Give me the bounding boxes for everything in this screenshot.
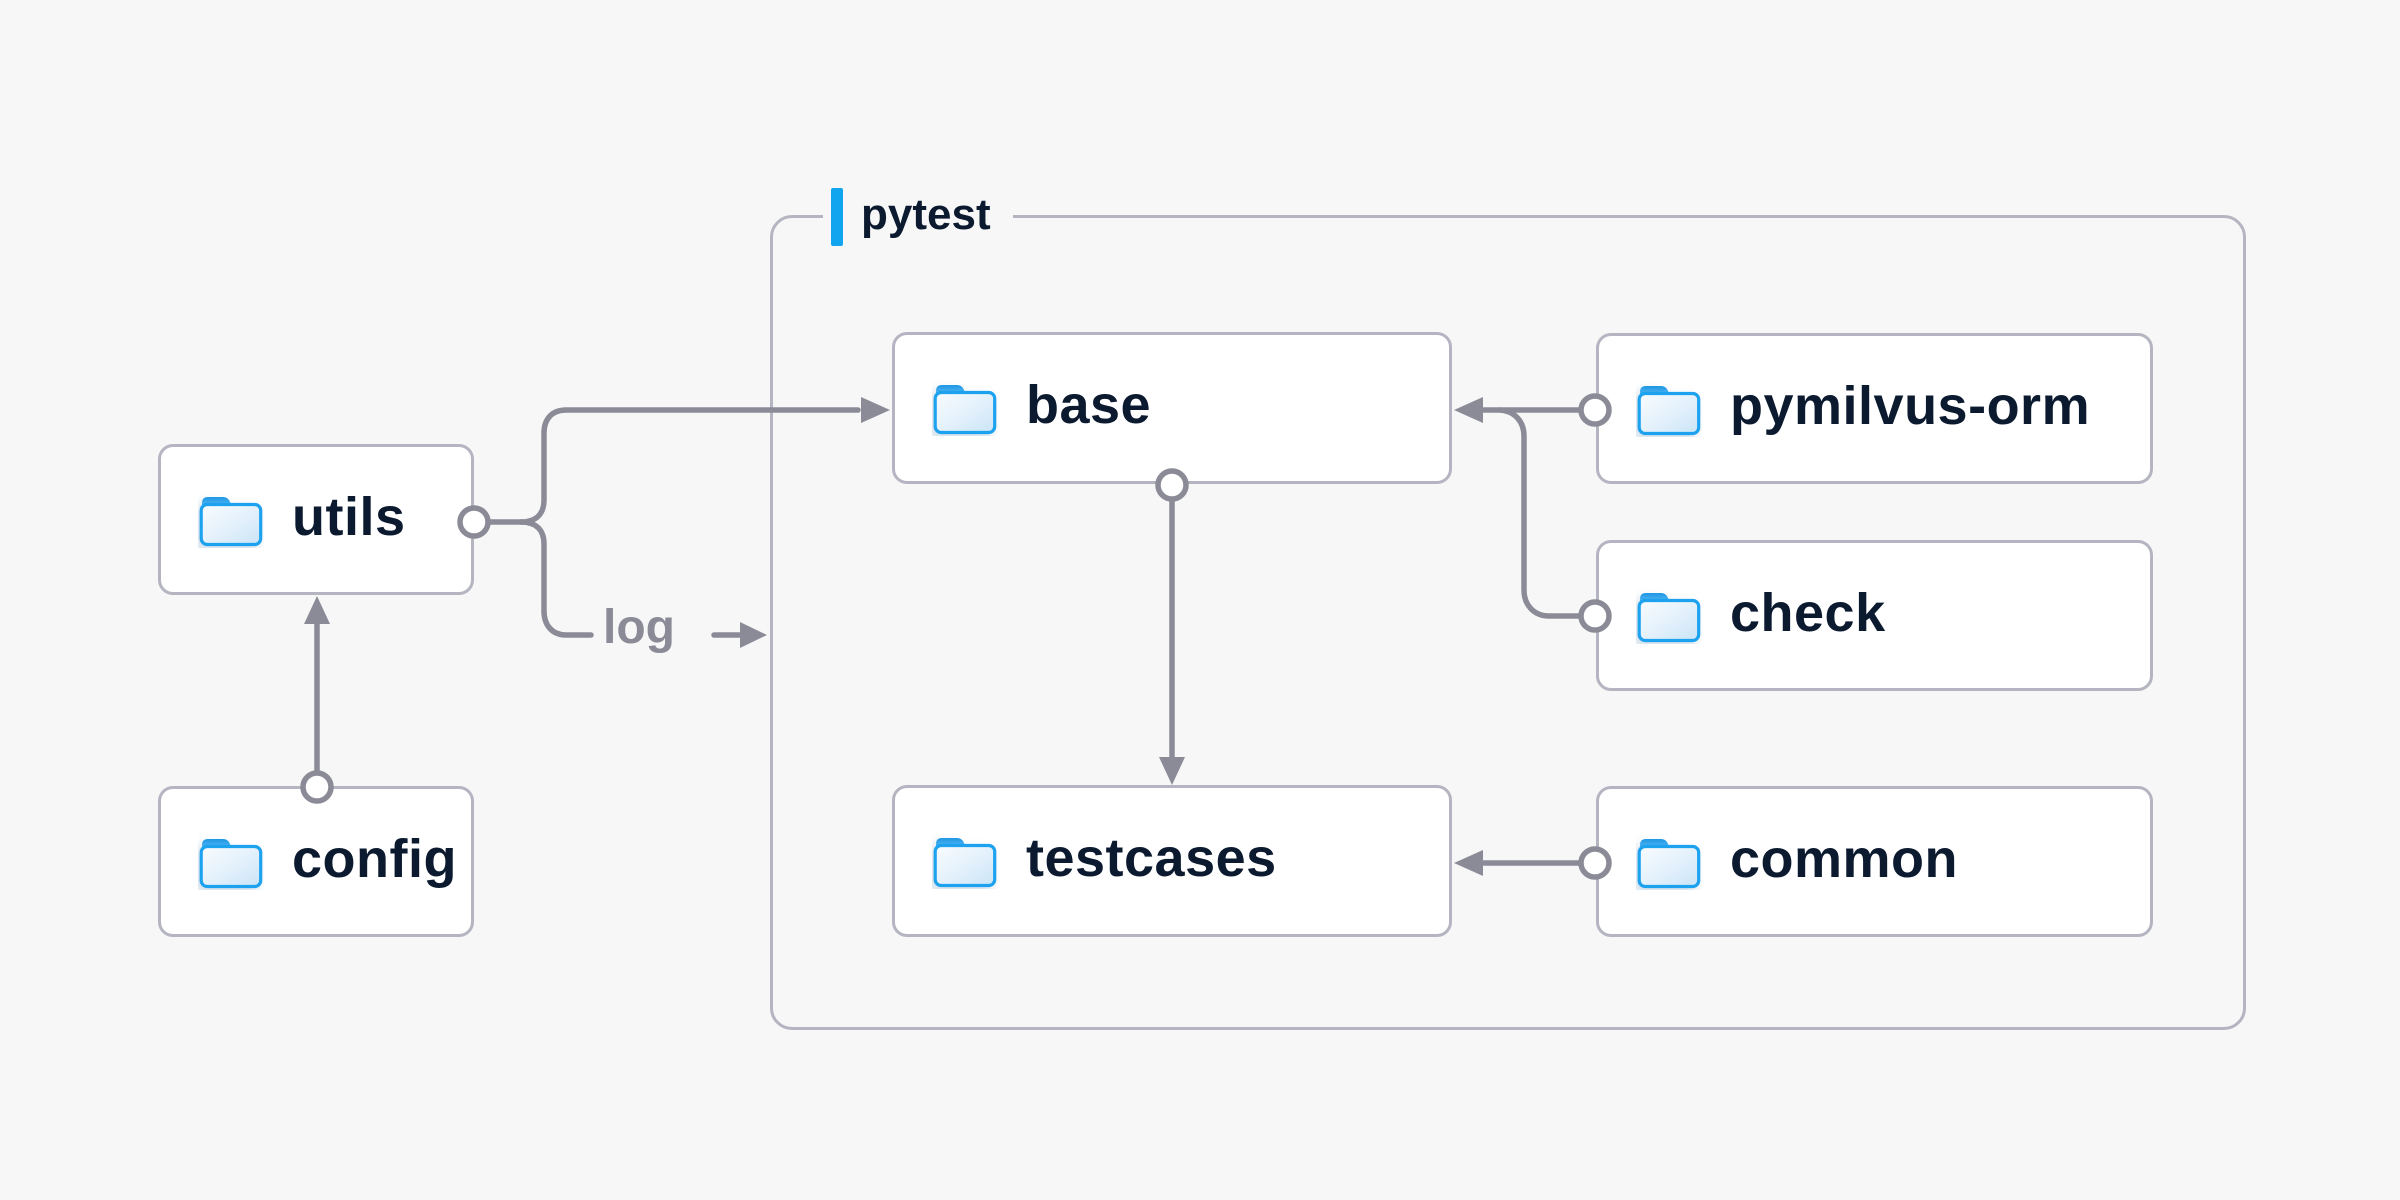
node-label: check xyxy=(1730,582,1886,643)
folder-icon xyxy=(198,492,264,548)
node-pymilvus-orm[interactable]: pymilvus-orm xyxy=(1596,333,2153,484)
folder-icon xyxy=(1636,381,1702,437)
node-label: utils xyxy=(292,486,406,547)
group-title: pytest xyxy=(861,190,991,239)
node-label: common xyxy=(1730,828,1959,889)
accent-bar xyxy=(831,188,843,246)
node-label: pymilvus-orm xyxy=(1730,375,2091,436)
edge-label-log: log xyxy=(603,601,675,654)
folder-icon xyxy=(1636,834,1702,890)
node-label: config xyxy=(292,828,457,889)
folder-icon xyxy=(198,834,264,890)
edge-config-utils xyxy=(300,596,334,804)
pytest-group-container: pytest xyxy=(770,185,2246,1030)
pytest-group-label: pytest xyxy=(823,185,1013,249)
node-utils[interactable]: utils xyxy=(158,444,474,595)
node-common[interactable]: common xyxy=(1596,786,2153,937)
node-label: testcases xyxy=(1026,828,1277,888)
node-testcases[interactable]: testcases xyxy=(892,785,1452,937)
node-check[interactable]: check xyxy=(1596,540,2153,691)
node-base[interactable]: base xyxy=(892,332,1452,484)
node-label: base xyxy=(1026,375,1152,435)
folder-icon xyxy=(1636,588,1702,644)
folder-icon xyxy=(932,380,998,436)
node-config[interactable]: config xyxy=(158,786,474,937)
folder-icon xyxy=(932,833,998,889)
